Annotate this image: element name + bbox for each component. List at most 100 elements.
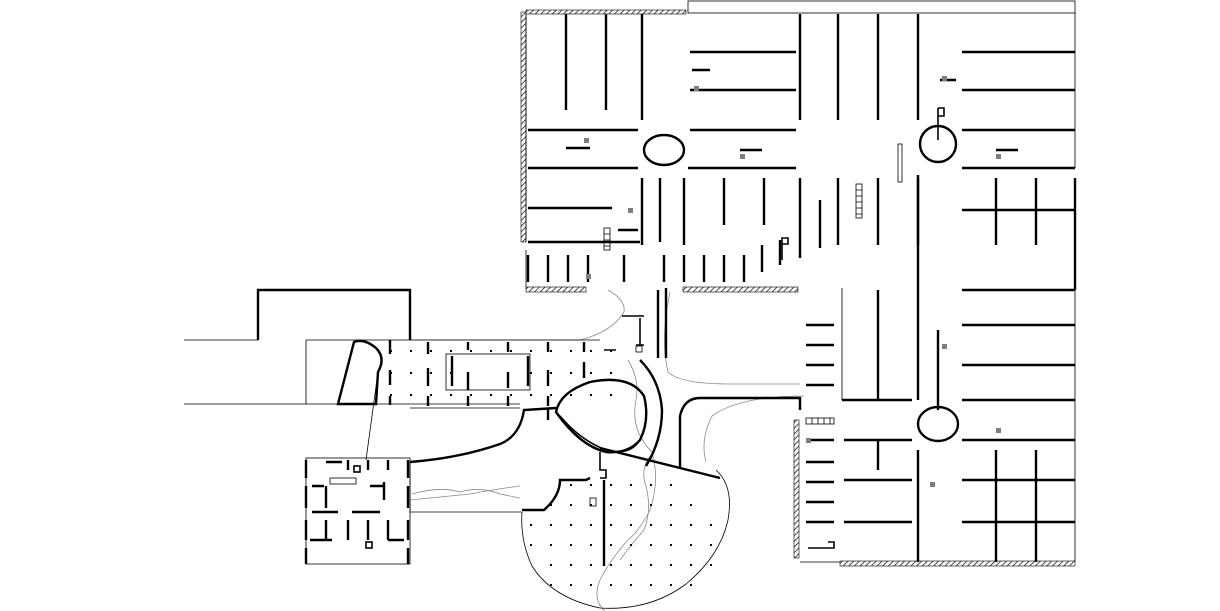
hatched-wall-se-bottom [839, 560, 1076, 567]
column-dot [690, 584, 692, 586]
column-dot [630, 484, 632, 486]
column-dot [570, 484, 572, 486]
landscape-curve-1 [664, 291, 800, 385]
column-dot [490, 394, 492, 396]
column-dot [650, 564, 652, 566]
shaded-symbol [806, 438, 811, 443]
column-dot [610, 584, 612, 586]
column-dot [610, 484, 612, 486]
column-dot [550, 524, 552, 526]
column-dot [630, 584, 632, 586]
ramp-spine [937, 107, 945, 140]
hatched-wall-north-bottom [525, 286, 587, 293]
curved-wall-south-left [522, 476, 591, 512]
hatched-wall-se-left [793, 419, 800, 559]
stair-north-2 [897, 143, 903, 183]
column-dot [590, 372, 592, 374]
column-dot [610, 350, 612, 352]
south-garden-outline [521, 469, 730, 609]
column-dot [570, 350, 572, 352]
column-dot [450, 394, 452, 396]
column-dot [590, 544, 592, 546]
central-plaza [305, 288, 805, 611]
curved-wall-south-right [599, 446, 721, 480]
column-dot [710, 564, 712, 566]
column-dot [550, 394, 552, 396]
column-dot [650, 544, 652, 546]
shaded-symbol [996, 428, 1001, 433]
column-dot [570, 544, 572, 546]
column-dot [690, 564, 692, 566]
stair-se [805, 417, 835, 425]
shaded-symbol [586, 274, 591, 279]
column-dot [390, 372, 392, 374]
column-dot [570, 584, 572, 586]
column-dot [550, 564, 552, 566]
hatched-wall-north-left [520, 11, 527, 243]
parking-dividers-se [806, 175, 1075, 562]
landscape-curve-4 [410, 289, 625, 341]
south-east-parking-block [793, 175, 1076, 567]
column-dot [610, 544, 612, 546]
column-dot [630, 544, 632, 546]
curved-wall-west [409, 406, 557, 464]
west-lower-block [305, 457, 411, 565]
column-dot [530, 372, 532, 374]
column-dot [610, 372, 612, 374]
column-dot [530, 394, 532, 396]
column-dot [670, 544, 672, 546]
column-dot [590, 484, 592, 486]
column-dot [550, 350, 552, 352]
column-dot [510, 394, 512, 396]
stair-north [855, 183, 863, 219]
column-dot [450, 350, 452, 352]
column-dot-grid [390, 350, 712, 586]
column-dot [670, 584, 672, 586]
column-dot [690, 544, 692, 546]
column-dot [450, 372, 452, 374]
stair-north-3 [603, 227, 611, 251]
column-dot [590, 564, 592, 566]
plaza-inner-rect [445, 353, 531, 391]
north-parking-block [520, 0, 1077, 293]
column-dot [550, 584, 552, 586]
plaza-columns [388, 340, 586, 406]
curved-wall-ne [639, 288, 668, 467]
column-dot [490, 350, 492, 352]
column-dot [610, 504, 612, 506]
column-dot [610, 524, 612, 526]
column-dot [630, 564, 632, 566]
shaded-symbol [628, 208, 633, 213]
west-box-2 [365, 541, 373, 549]
shaded-symbol [930, 482, 935, 487]
curved-wall-east [678, 396, 802, 468]
west-lower-columns [304, 460, 410, 564]
column-dot [550, 372, 552, 374]
column-dot [670, 504, 672, 506]
column-dot [650, 504, 652, 506]
west-ramp [336, 339, 383, 406]
parking-dividers-north [526, 14, 1077, 290]
shaded-symbol [694, 86, 699, 91]
west-ramp-line [365, 371, 379, 461]
column-dot [710, 524, 712, 526]
landscape-curve-5 [596, 359, 656, 611]
column-dot [670, 564, 672, 566]
plaza-inner-columns [450, 356, 530, 386]
column-dot [650, 484, 652, 486]
small-flag [781, 237, 789, 260]
column-dot [710, 544, 712, 546]
circular-ramp-north-1 [642, 133, 686, 167]
central-oval-inner [559, 415, 641, 453]
column-dot [410, 350, 412, 352]
column-dot [570, 504, 572, 506]
landscape-curve-3 [409, 485, 521, 501]
hatched-wall-north-top [525, 9, 687, 15]
column-dot [670, 524, 672, 526]
se-small-bracket [808, 541, 835, 549]
column-dot [430, 394, 432, 396]
column-dot [590, 504, 592, 506]
west-wing [184, 288, 522, 565]
column-dot [390, 350, 392, 352]
